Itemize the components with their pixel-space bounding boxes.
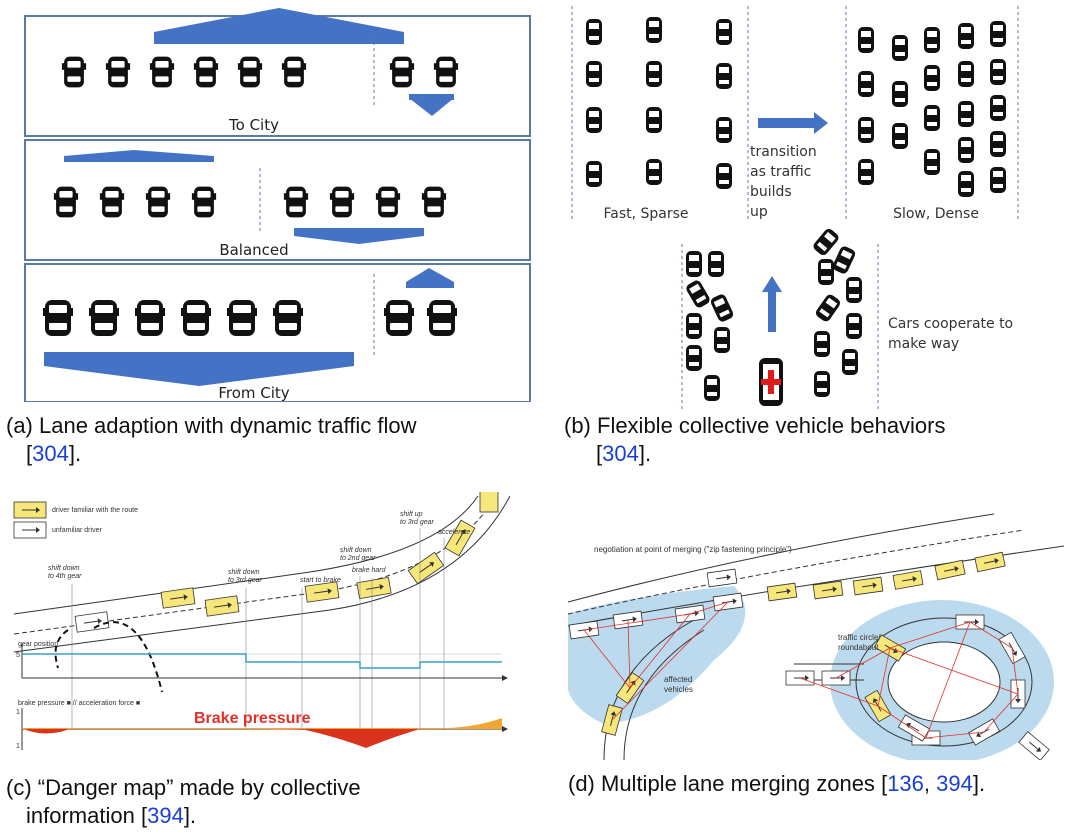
acceleration-area — [22, 718, 502, 729]
brake-legend: brake pressure ■ // acceleration force ■ — [18, 700, 140, 707]
panel-a-figure: To City Balanced From City — [24, 6, 532, 403]
caption-bracket: [ — [881, 771, 888, 796]
citation-link[interactable]: 394 — [936, 771, 973, 796]
annotation-accelerate: accelerate — [438, 529, 470, 536]
caption-a: (a) Lane adaption with dynamic traffic f… — [6, 412, 526, 468]
caption-text: (a) Lane adaption with dynamic traffic f… — [6, 413, 417, 438]
citation-link[interactable]: 394 — [147, 803, 184, 828]
caption-d: (d) Multiple lane merging zones [136, 39… — [568, 770, 1068, 798]
lane-adaption-diagram: To City Balanced From City — [24, 8, 531, 403]
ambulance-icon — [759, 358, 783, 406]
slow-dense-label: Slow, Dense — [893, 206, 979, 222]
lane-label-balanced: Balanced — [219, 241, 288, 259]
caption-b: (b) Flexible collective vehicle behavior… — [564, 412, 1064, 468]
caption-bracket: [ — [140, 803, 148, 828]
caption-bracket: ]. — [638, 441, 652, 466]
merging-zones-diagram: negotiation at point of merging ("zip fa… — [567, 513, 1065, 764]
citation-link[interactable]: 136 — [887, 771, 924, 796]
caption-text: (c) “Danger map” made by collective — [6, 775, 361, 800]
panel-c-figure: driver familiar with the route unfamilia… — [10, 489, 515, 752]
danger-map-diagram: driver familiar with the route unfamilia… — [13, 489, 515, 750]
caption-bracket: ]. — [972, 771, 986, 796]
panel-b-figure: Fast, Sparse transition as traffic build… — [566, 2, 1066, 412]
annotation-start-brake: start to brake — [300, 577, 341, 584]
arrow-down-icon — [294, 228, 424, 244]
fast-sparse-label: Fast, Sparse — [603, 206, 688, 222]
citation-link[interactable]: 304 — [602, 441, 639, 466]
arrow-up-icon — [406, 268, 454, 288]
caption-bracket: [ — [596, 441, 603, 466]
arrow-right-icon — [758, 112, 828, 134]
arrow-up-icon — [64, 150, 214, 162]
caption-bracket: ]. — [68, 441, 82, 466]
caption-bracket: ]. — [183, 803, 197, 828]
negotiation-label: negotiation at point of merging ("zip fa… — [594, 545, 792, 554]
lane-label-to-city: To City — [228, 116, 279, 134]
panel-d-figure: negotiation at point of merging ("zip fa… — [564, 510, 1070, 764]
brake-tick-bottom: 1 — [16, 743, 20, 750]
arrow-down-icon — [44, 352, 354, 386]
lane-label-from-city: From City — [218, 384, 289, 402]
transition-label: transition as traffic builds up — [750, 144, 821, 220]
caption-text: information — [26, 803, 135, 828]
brake-area — [302, 729, 420, 748]
caption-text: (b) Flexible collective vehicle behavior… — [564, 413, 946, 438]
arrow-down-icon — [409, 98, 454, 116]
gear-tick: 5 — [16, 652, 20, 659]
caption-bracket: [ — [26, 441, 33, 466]
caption-separator: , — [923, 771, 937, 796]
collective-behavior-diagram: Fast, Sparse transition as traffic build… — [571, 6, 1019, 410]
arrow-up-icon — [154, 8, 404, 44]
traffic-circle-label: traffic circle/roundabout — [838, 633, 881, 652]
annotation-brake-hard: brake hard — [352, 567, 387, 574]
caption-c: (c) “Danger map” made by collective info… — [6, 774, 526, 830]
caption-text: (d) Multiple lane merging zones — [568, 771, 875, 796]
brake-tick-top: 1 — [16, 709, 20, 716]
legend-familiar: driver familiar with the route — [52, 507, 138, 514]
citation-link[interactable]: 304 — [32, 441, 69, 466]
legend-unfamiliar: unfamiliar driver — [52, 527, 102, 534]
interaction-lines — [583, 601, 1019, 739]
cooperate-label: Cars cooperate to make way — [888, 316, 1018, 352]
curved-arrow-icon — [93, 621, 163, 693]
arrow-up-icon — [762, 276, 782, 332]
gear-position-label: gear position — [18, 641, 58, 648]
gear-line — [22, 653, 502, 669]
brake-pressure-label: Brake pressure — [194, 710, 311, 727]
